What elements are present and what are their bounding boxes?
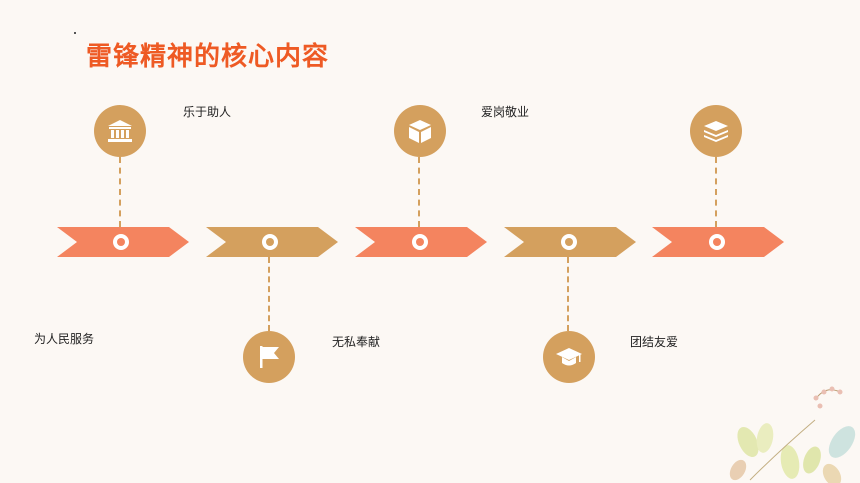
connector-2 [268,257,270,331]
decor-dot [74,32,76,34]
connector-4 [567,257,569,331]
timeline-node-3 [412,234,428,250]
label-step-1: 为人民服务 [34,332,95,346]
box-icon [409,120,431,143]
bank-icon-circle [94,105,146,157]
label-bottom-2: 团结友爱 [630,335,679,349]
graduation-cap-icon-circle [543,331,595,383]
leaf-decoration [729,386,856,483]
graduation-cap-icon [556,348,582,366]
connector-5 [715,157,717,227]
bank-icon [108,120,132,142]
label-top-2: 爱岗敬业 [481,105,530,119]
flag-icon [260,346,279,368]
timeline-node-4 [561,234,577,250]
connector-3 [418,157,420,227]
label-top-1: 乐于助人 [183,105,232,119]
label-bottom-1: 无私奉献 [332,335,381,349]
box-icon-circle [394,105,446,157]
connector-1 [119,157,121,227]
flag-icon-circle [243,331,295,383]
timeline-node-1 [113,234,129,250]
page-title: 雷锋精神的核心内容 [86,42,330,72]
timeline-node-2 [262,234,278,250]
layers-icon-circle [690,105,742,157]
layers-icon [704,121,728,142]
timeline-node-5 [709,234,725,250]
